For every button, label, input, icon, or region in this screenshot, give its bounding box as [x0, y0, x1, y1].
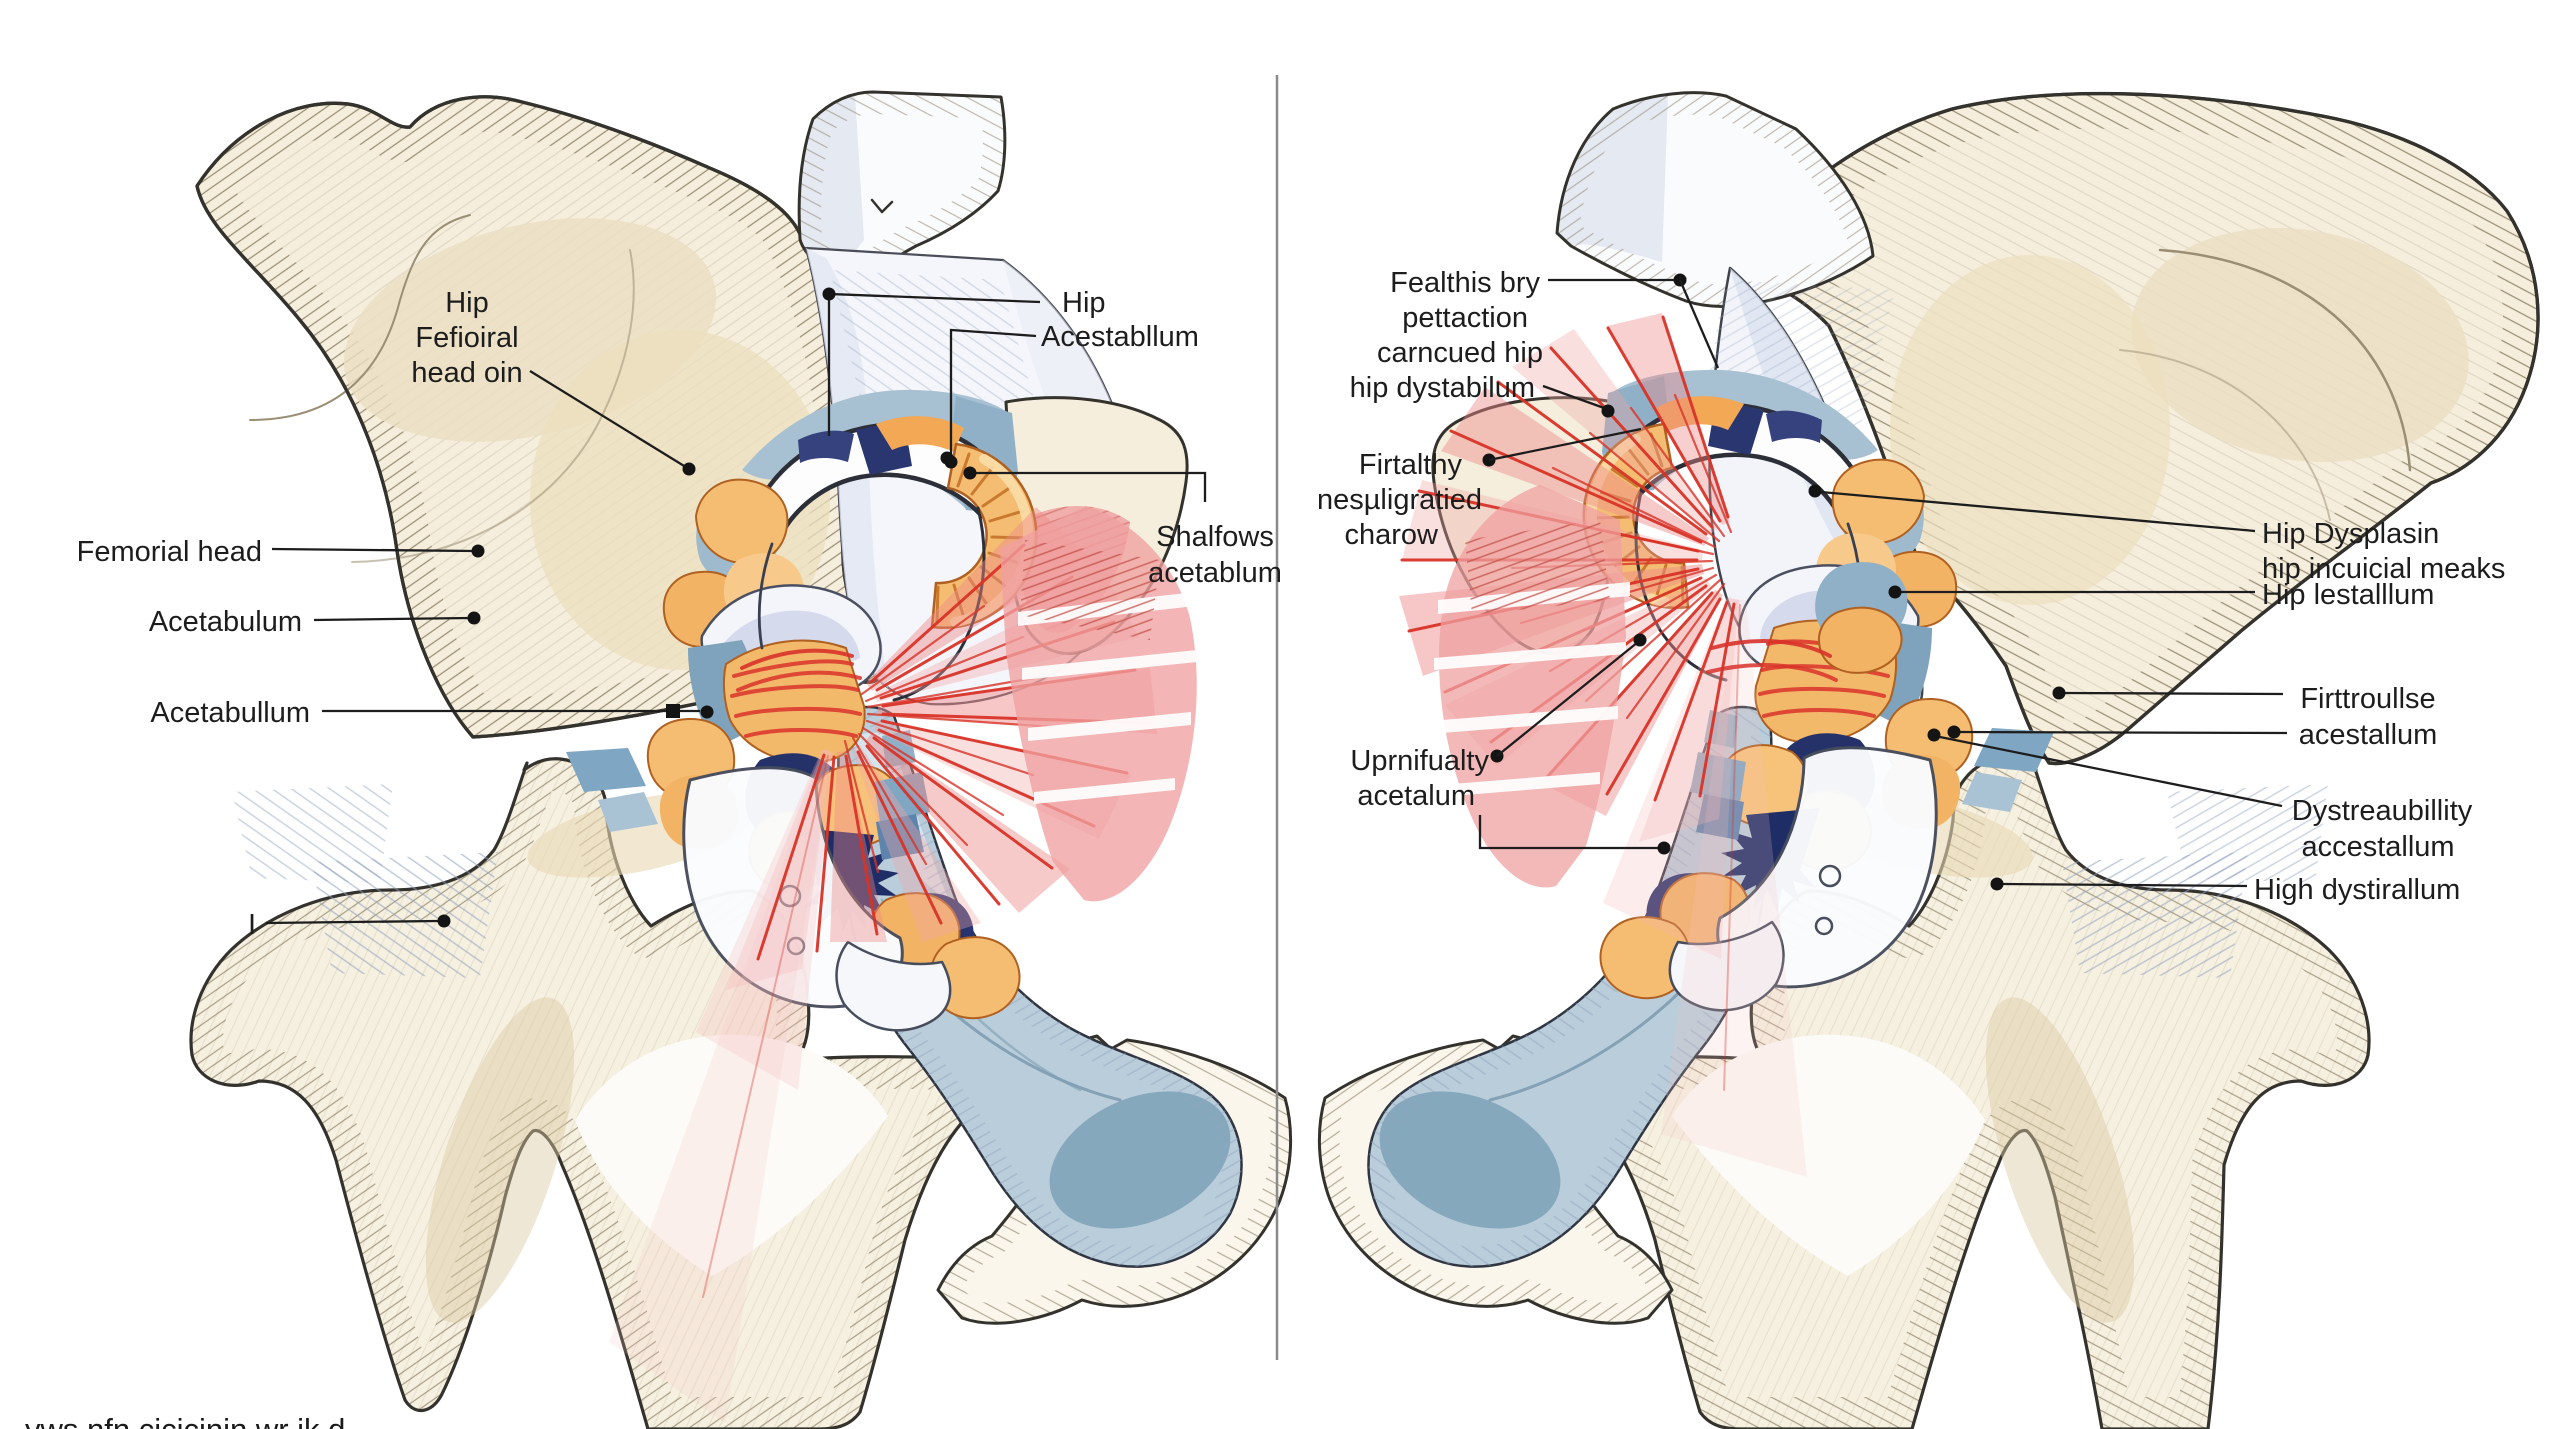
svg-text:head oin: head oin	[411, 357, 522, 389]
svg-text:Acestabllum: Acestabllum	[1041, 321, 1199, 353]
svg-text:Acetabullum: Acetabullum	[150, 697, 310, 729]
svg-text:Acetabulum: Acetabulum	[149, 606, 302, 638]
svg-text:charow: charow	[1345, 519, 1440, 551]
svg-text:hip dystabilum: hip dystabilum	[1350, 372, 1535, 404]
svg-text:carncued hip: carncued hip	[1377, 337, 1543, 369]
svg-text:Uprnifualty: Uprnifualty	[1350, 745, 1489, 777]
svg-text:High dystirallum: High dystirallum	[2254, 874, 2460, 906]
svg-text:Shalfows: Shalfows	[1156, 521, 1274, 553]
svg-text:acestallum: acestallum	[2299, 719, 2438, 751]
svg-text:Fefioiral: Fefioiral	[415, 322, 518, 354]
svg-text:nesµligratied: nesµligratied	[1317, 484, 1482, 516]
svg-text:Hip Dysplasin: Hip Dysplasin	[2262, 518, 2439, 550]
svg-text:hip incuicial meaks: hip incuicial meaks	[2262, 553, 2505, 585]
svg-text:Fealthis bry: Fealthis bry	[1390, 267, 1540, 299]
svg-text:I: I	[248, 909, 256, 941]
svg-text:Dystreaubillity: Dystreaubillity	[2292, 795, 2473, 827]
svg-text:yws nfn cicicinin wr ik d: yws nfn cicicinin wr ik d	[25, 1412, 345, 1429]
svg-text:Hip: Hip	[1062, 287, 1106, 319]
svg-text:pettaction: pettaction	[1402, 302, 1528, 334]
svg-text:Firtalthy: Firtalthy	[1359, 449, 1463, 481]
svg-text:Femorial head: Femorial head	[77, 536, 262, 568]
svg-text:acetalum: acetalum	[1357, 780, 1475, 812]
svg-text:Firttroullse: Firttroullse	[2300, 683, 2435, 715]
svg-text:Hip: Hip	[445, 287, 489, 319]
svg-text:acetablum: acetablum	[1148, 557, 1282, 589]
svg-text:Hip lestalllum: Hip lestalllum	[2262, 579, 2434, 611]
svg-text:accestallum: accestallum	[2301, 831, 2454, 863]
